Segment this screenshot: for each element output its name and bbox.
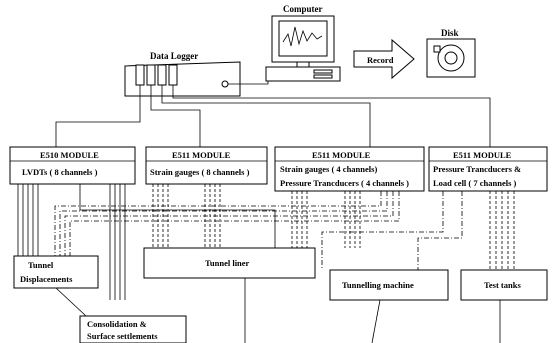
module-title: E511 MODULE [453,150,512,160]
target-line: Tunnel [28,260,54,270]
module-e511-pressure-load: E511 MODULE Pressure Trancducers & Load … [428,146,548,192]
target-tunnel-liner: Tunnel liner [143,247,316,279]
module-line: Pressure Trancducers ( 4 channels ) [280,178,409,188]
record-arrow-icon [353,38,415,80]
target-line: Consolidation & [87,319,147,329]
module-line: Load cell ( 7 channels ) [433,178,517,188]
record-label: Record [367,55,394,65]
module-title: E510 MODULE [40,150,99,160]
strain-pressure-channel-wires [54,191,400,256]
computer-icon [265,15,341,82]
module-title: E511 MODULE [312,150,371,160]
lvdt-channel-wires [17,184,276,300]
target-tunnel-displacements: Tunnel Displacements [13,255,99,289]
target-line: Displacements [20,274,73,284]
module-line: Strain gauges ( 4 channels) [280,164,377,174]
module-line: Pressure Trancducers & [433,164,521,174]
module-title: E511 MODULE [172,150,231,160]
module-e510: E510 MODULE LVDTs ( 8 channels ) [9,146,136,185]
data-logger-label: Data Logger [150,51,198,61]
target-test-tanks: Test tanks [460,269,548,301]
target-tunnelling-machine: Tunnelling machine [329,269,449,301]
disk-icon [426,38,476,78]
module-e511-strain-pressure: E511 MODULE Strain gauges ( 4 channels) … [274,146,425,192]
target-label: Tunnel liner [205,258,250,268]
data-logger-icon [124,61,241,97]
module-line: Strain gauges ( 8 channels ) [150,167,250,177]
target-line: Surface settlements [87,331,158,341]
pressure-load-channel-wires [321,191,515,270]
logger-computer-cable [228,81,269,85]
computer-label: Computer [283,4,323,14]
target-consolidation: Consolidation & Surface settlements [79,315,187,343]
target-label: Test tanks [484,280,521,290]
target-label: Tunnelling machine [342,280,414,290]
bottom-leader-lines [55,278,501,343]
logger-module-links [55,85,491,147]
module-line: LVDTs ( 8 channels ) [22,167,98,177]
disk-label: Disk [441,28,459,38]
module-e511-strain: E511 MODULE Strain gauges ( 8 channels ) [145,146,268,185]
